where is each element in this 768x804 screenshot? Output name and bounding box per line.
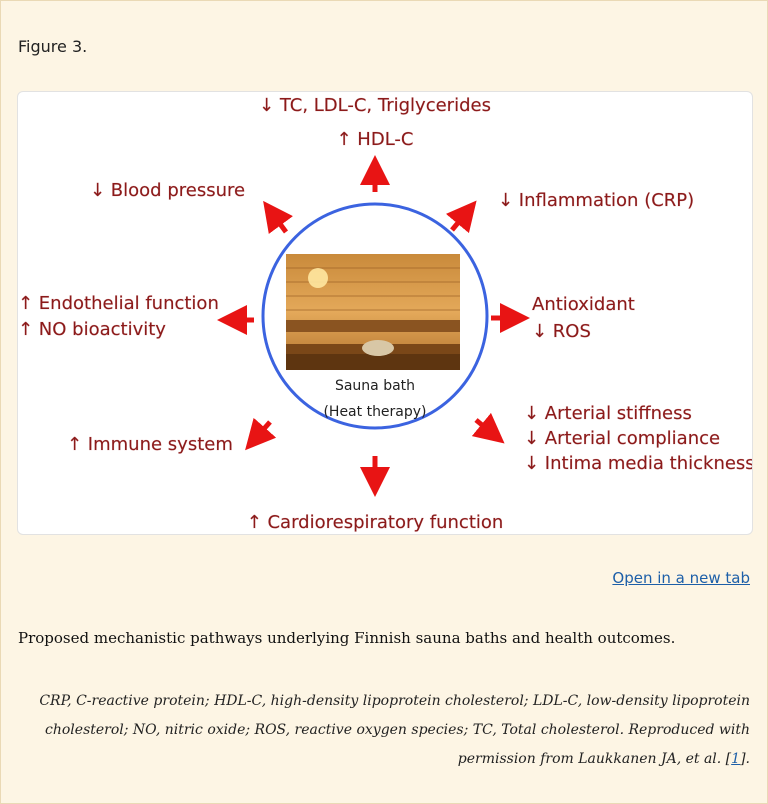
figure-note: CRP, C-reactive protein; HDL-C, high-den… [25, 687, 750, 774]
sauna-diagram: Sauna bath (Heat therapy) ↓ TC, LDL-C, T… [18, 95, 752, 534]
label-no-bioactivity: ↑ NO bioactivity [18, 319, 166, 340]
sauna-photo [286, 254, 460, 370]
open-in-new-tab-link[interactable]: Open in a new tab [612, 569, 750, 587]
figure-label: Figure 3. [18, 37, 88, 56]
center-label-1: Sauna bath [335, 378, 415, 394]
label-ros: ↓ ROS [532, 321, 591, 342]
label-hdl: ↑ HDL-C [337, 129, 414, 150]
label-blood-pressure: ↓ Blood pressure [90, 180, 245, 201]
center-label-2: (Heat therapy) [323, 404, 426, 420]
label-tc-ldl-tg: ↓ TC, LDL-C, Triglycerides [259, 95, 491, 116]
arrow-top-left [263, 200, 293, 234]
reference-link[interactable]: 1 [731, 751, 741, 767]
note-text: CRP, C-reactive protein; HDL-C, high-den… [39, 693, 750, 767]
label-immune: ↑ Immune system [67, 434, 233, 455]
label-intima: ↓ Intima media thickness [524, 453, 752, 474]
arrow-bottom-left [245, 417, 277, 451]
arrow-bottom-right [471, 412, 505, 444]
label-arterial-stiffness: ↓ Arterial stiffness [524, 403, 692, 424]
figure-caption: Proposed mechanistic pathways underlying… [18, 629, 676, 647]
label-inflammation: ↓ Inflammation (CRP) [498, 190, 694, 211]
label-antioxidant: Antioxidant [532, 294, 635, 315]
label-cardio: ↑ Cardiorespiratory function [247, 512, 504, 533]
note-end: ]. [740, 751, 750, 767]
arrow-top-right [445, 200, 477, 234]
label-arterial-compliance: ↓ Arterial compliance [524, 428, 720, 449]
label-endothelial: ↑ Endothelial function [18, 293, 219, 314]
figure-image: Sauna bath (Heat therapy) ↓ TC, LDL-C, T… [17, 91, 753, 535]
